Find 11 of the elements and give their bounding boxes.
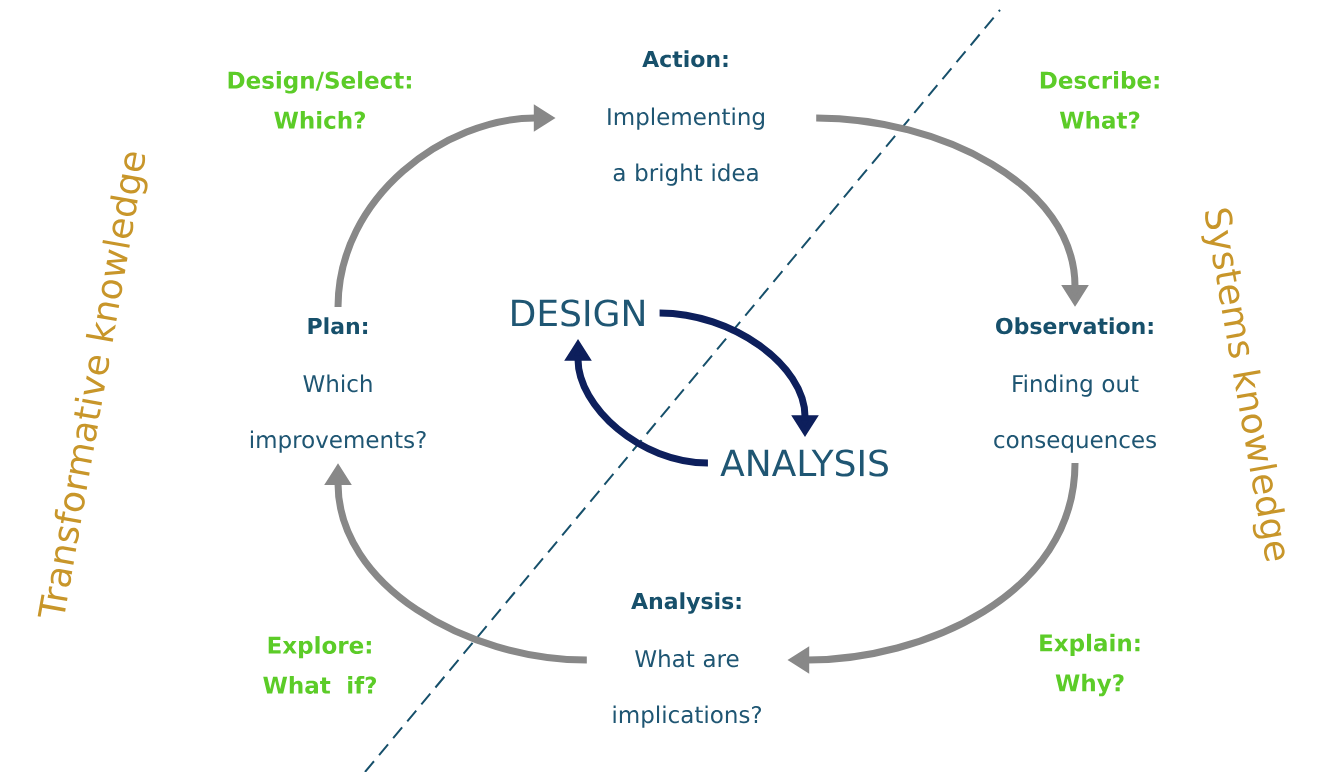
- step-text: Action: Implementing a bright idea: [608, 50, 764, 186]
- cycle-label: ANALYSIS: [720, 449, 888, 477]
- side-heading: Systems knowledge: [1201, 208, 1285, 561]
- cycle-label: DESIGN: [512, 299, 644, 327]
- step-text: Analysis: What are implications?: [613, 592, 761, 728]
- step-text: Plan: Which improvements?: [250, 317, 426, 453]
- question-label: Describe: What?: [1040, 71, 1159, 129]
- step-text: Observation: Finding out consequences: [994, 317, 1156, 453]
- question-label: Explore: What if?: [263, 636, 376, 694]
- question-label: Design/Select: Which?: [228, 71, 411, 129]
- question-label: Explain: Why?: [1040, 633, 1140, 697]
